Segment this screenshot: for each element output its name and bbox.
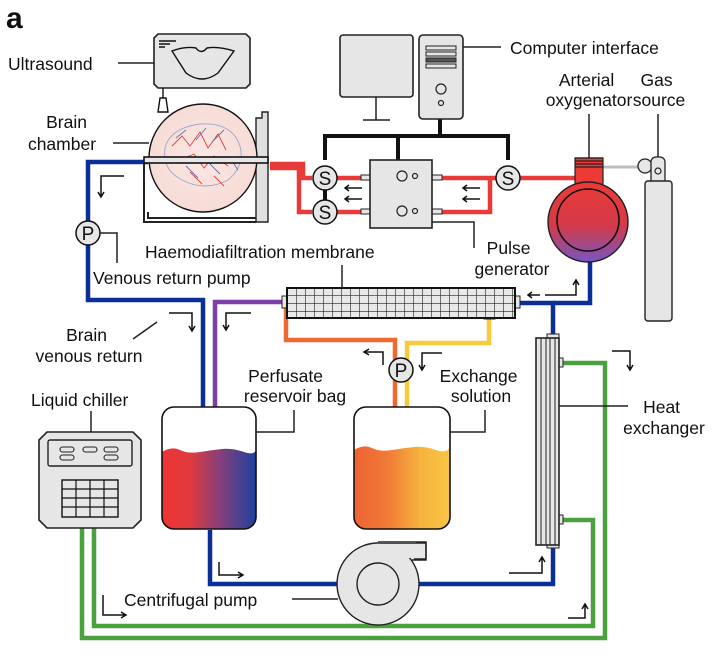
sensor-node-bottom-left: S xyxy=(312,199,338,225)
exchange-leader xyxy=(450,410,486,433)
heat-exchanger-icon xyxy=(535,333,564,549)
svg-text:S: S xyxy=(502,169,515,190)
label-haemodiafiltration-membrane: Haemodiafiltration membrane xyxy=(145,242,375,262)
reservoir-bag-icon xyxy=(161,406,257,530)
svg-text:P: P xyxy=(82,224,95,245)
svg-text:S: S xyxy=(319,203,332,224)
brain-venous-return-leader xyxy=(132,321,158,340)
label-pulse-generator: Pulse generator xyxy=(475,238,550,279)
panel-label: a xyxy=(6,2,23,35)
flow-arrow-icon xyxy=(343,184,480,203)
flow-arrow-icon xyxy=(102,595,128,619)
arterial-pipe-loop xyxy=(440,178,493,215)
label-gas-source: Gas source xyxy=(633,70,686,110)
flow-arrow-icon xyxy=(612,350,634,372)
flow-arrow-icon xyxy=(169,312,196,333)
liquid-chiller-icon xyxy=(38,431,142,529)
reservoir-leader xyxy=(256,410,295,433)
oxygenator-icon xyxy=(547,157,648,263)
label-liquid-chiller: Liquid chiller xyxy=(31,390,128,410)
gas-cylinder-icon xyxy=(637,156,673,322)
pulse-generator-icon xyxy=(360,159,443,229)
label-computer-interface: Computer interface xyxy=(510,38,659,58)
venous-return-pump-leader xyxy=(100,232,118,263)
svg-text:P: P xyxy=(395,361,408,382)
venous-return-pump-node: P xyxy=(75,220,101,246)
brain-vessels xyxy=(164,123,242,187)
venous-pipe-oxygenator-in xyxy=(553,262,593,306)
coolant-pipe-inner xyxy=(91,517,596,629)
brain-chamber-icon xyxy=(143,103,269,223)
sensor-node-top-left: S xyxy=(312,165,338,191)
flow-arrow-icon xyxy=(362,348,384,365)
label-arterial-oxygenator: Arterial oxygenator xyxy=(546,70,633,110)
arterial-pipe-to-brain xyxy=(270,161,312,181)
mixed-pipe-membrane-to-reservoir xyxy=(212,299,286,408)
venous-pipe-brain-return xyxy=(85,159,206,408)
membrane-filter-icon xyxy=(281,287,521,320)
label-heat-exchanger: Heat exchanger xyxy=(623,397,705,438)
flow-arrow-icon xyxy=(97,175,124,199)
arterial-pipe-to-brain-2 xyxy=(270,165,312,215)
label-brain-chamber: Brain chamber xyxy=(28,112,96,154)
computer-tower-icon xyxy=(418,34,464,120)
exchange-bag-icon xyxy=(353,406,451,530)
svg-text:S: S xyxy=(319,169,332,190)
flow-arrow-icon xyxy=(509,555,546,574)
control-wires xyxy=(323,118,510,160)
label-centrifugal-pump: Centrifugal pump xyxy=(124,590,257,610)
flow-arrow-icon xyxy=(568,602,589,619)
ultrasound-monitor-icon xyxy=(153,33,251,113)
pulse-generator-leader xyxy=(432,221,475,248)
label-perfusate-reservoir-bag: Perfusate reservoir bag xyxy=(244,366,346,406)
label-venous-return-pump: Venous return pump xyxy=(93,268,251,288)
label-exchange-solution: Exchange solution xyxy=(440,366,523,406)
centrifugal-pump-icon xyxy=(336,541,427,626)
label-ultrasound: Ultrasound xyxy=(8,54,93,74)
sensor-node-right: S xyxy=(495,165,521,191)
flow-arrow-icon xyxy=(526,278,580,299)
label-brain-venous-return: Brain venous return xyxy=(35,325,142,366)
flow-arrow-icon xyxy=(222,312,251,332)
flow-arrow-icon xyxy=(418,352,442,372)
exchange-pump-node: P xyxy=(388,357,414,383)
computer-monitor-icon xyxy=(339,34,414,121)
coolant-pipe-outer xyxy=(79,360,608,641)
flow-arrow-icon xyxy=(218,562,245,579)
venous-pipe-heat-exchanger-out xyxy=(517,300,556,338)
